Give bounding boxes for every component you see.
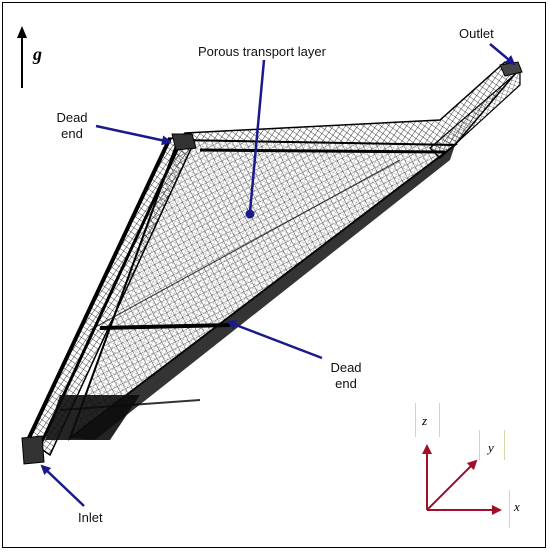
z-label-tick (415, 403, 416, 437)
pointer-arrows (40, 43, 516, 507)
x-label-tick (509, 490, 510, 528)
z-axis-label: z (422, 413, 428, 428)
porous-layer-pointer (248, 59, 266, 213)
y-label-tick (504, 430, 505, 460)
dead-end-top-line2: end (61, 126, 83, 141)
gravity-arrow (17, 26, 27, 88)
mesh-body (21, 61, 523, 465)
inlet-pointer (40, 464, 85, 507)
outlet-label: Outlet (459, 26, 494, 41)
dead-end-mid-line2: end (335, 376, 357, 391)
dead-end-mid-line1: Dead (330, 360, 362, 375)
porous-layer-label: Porous transport layer (198, 44, 326, 59)
coordinate-axes (422, 444, 502, 515)
y-axis-label: y (488, 440, 494, 455)
y-label-tick (479, 430, 480, 460)
dead-end-top-line1: Dead (56, 110, 88, 125)
gravity-label: g (33, 44, 42, 64)
z-label-tick (439, 403, 440, 437)
dead-end-top-pointer (95, 124, 172, 146)
y-axis-arrow (426, 459, 478, 511)
inlet-label: Inlet (78, 510, 103, 525)
x-axis-label: x (514, 499, 520, 514)
dead-end-mid-pointer (226, 320, 323, 360)
outlet-pointer (489, 43, 516, 66)
porous-layer-pointer-dot (245, 209, 255, 219)
dead-end-mid-label: Dead end (326, 360, 366, 392)
dead-end-top-label: Dead end (52, 110, 92, 142)
